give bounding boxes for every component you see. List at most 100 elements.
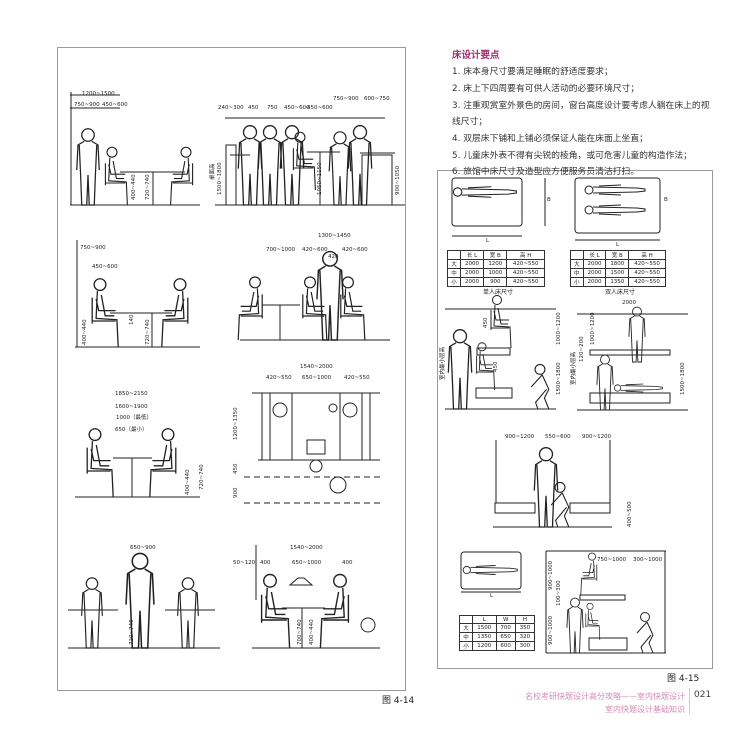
- table-cell: 420~550: [506, 277, 545, 287]
- table-header: W: [495, 615, 516, 624]
- sketch-booth-table: [75, 428, 200, 498]
- table-cell: 420~550: [506, 259, 545, 269]
- table-cell: 中: [570, 268, 584, 278]
- dimension-label: 420~550: [266, 375, 292, 381]
- dimension-label: 240~300: [218, 105, 244, 111]
- table-cell: 1000: [483, 268, 508, 278]
- dimension-label: 桌面高: [210, 163, 216, 180]
- table-cell: 420~550: [628, 277, 666, 287]
- dimension-label: 2000: [622, 300, 636, 306]
- figure-caption: 图 4-14: [382, 696, 415, 706]
- sketch-restaurant-service: [238, 250, 390, 341]
- dimension-label: 室内最小层高: [440, 346, 446, 380]
- person-figure: [490, 295, 512, 349]
- note-item: 5. 儿童床外表不得有尖锐的棱角，或可危害儿童的构造作法；: [452, 151, 692, 161]
- dimension-label: 1500~1800: [556, 362, 562, 395]
- table-cell: 1200: [472, 641, 497, 651]
- dimension-label: 400: [260, 560, 271, 566]
- dimension-label: 400~440: [309, 619, 315, 645]
- table-cell: 2000: [582, 268, 607, 278]
- person-figure: [585, 602, 601, 641]
- table-cell: 420~550: [628, 268, 666, 278]
- dimension-label: 1500~1800: [680, 362, 686, 395]
- table-header: 高 H: [506, 250, 545, 260]
- table-cell: 1500: [605, 268, 630, 278]
- sketch-bar-dining: [70, 92, 200, 206]
- dimension-label: 1000~1200: [590, 312, 596, 345]
- figure-caption: 图 4-15: [667, 674, 700, 684]
- table-cell: 2000: [459, 268, 485, 278]
- dimension-label: 450: [248, 105, 259, 111]
- note-item: 6. 旅馆中床尺寸及造型应方便服务员清洁打扫。: [452, 167, 640, 177]
- table-cell: 700: [495, 623, 516, 633]
- dimension-label: L: [486, 238, 490, 244]
- dimension-label: 900~1000: [548, 615, 554, 645]
- dimension-label: 50~120: [233, 560, 256, 566]
- table-caption: 单人床尺寸: [483, 289, 514, 296]
- table-cell: 小: [570, 277, 584, 287]
- table-cell: 大: [447, 259, 461, 269]
- person-figure: [347, 125, 373, 206]
- table-cell: 中: [447, 268, 461, 278]
- sketch-booth-plan: [244, 392, 380, 504]
- dimension-label: 900~1200: [505, 434, 535, 440]
- dimension-label: 140: [129, 314, 135, 326]
- table-cell: 350: [514, 623, 536, 633]
- note-item: 1. 床本身尺寸要满足睡眠的舒适度要求；: [452, 67, 613, 77]
- dimension-label: 700~1000: [266, 247, 296, 253]
- dimension-label: 400~440: [185, 469, 191, 495]
- dimension-label: 100~300: [556, 580, 562, 606]
- table-caption: 双人床尺寸: [605, 289, 636, 296]
- dimension-label: 400~440: [82, 319, 88, 345]
- dimension-label: 650~900: [130, 545, 156, 551]
- sketch-twin-beds: [493, 440, 612, 528]
- note-item: 2. 床上下四周要有可供人活动的必要环境尺寸；: [452, 84, 640, 94]
- person-figure: [76, 128, 100, 206]
- dimension-label: 900~1200: [582, 434, 612, 440]
- person-figure: [320, 575, 348, 649]
- dimension-label: 1600~1900: [115, 404, 148, 410]
- person-figure: [316, 250, 344, 341]
- dimension-label: 400~440: [131, 174, 137, 200]
- table-cell: 650: [495, 632, 516, 642]
- dimension-label: 600~750: [364, 96, 390, 102]
- table-cell: 1200: [483, 259, 508, 269]
- table-cell: 900: [483, 277, 508, 287]
- dimension-label: 1300~1450: [318, 233, 351, 239]
- footer-chapter-title: 室内快题设计基础知识: [605, 705, 685, 714]
- dimension-label: 720~740: [129, 619, 135, 645]
- note-item: 4. 双层床下铺和上铺必须保证人能在床面上坐直；: [452, 134, 648, 144]
- dimension-label: 1850~2150: [115, 391, 148, 397]
- footer-divider: [689, 688, 690, 714]
- dimension-label: 400: [342, 560, 353, 566]
- dimension-label: 450~600: [92, 264, 118, 270]
- person-figure: [476, 342, 496, 391]
- dimension-label: 900~1000: [548, 560, 554, 590]
- table-cell: 1800: [605, 259, 630, 269]
- sketch-child-bed: [460, 550, 666, 654]
- dimension-label: 450~600: [307, 105, 333, 111]
- dimension-label: 400~500: [627, 501, 633, 527]
- person-figure: [530, 363, 550, 410]
- sketch-bunk-bed-left: [445, 295, 556, 410]
- person-figure: [581, 553, 597, 595]
- dimension-label: 1540~2000: [290, 545, 323, 551]
- person-figure: [584, 184, 646, 196]
- person-figure: [452, 186, 517, 198]
- page-number: 021: [694, 690, 712, 700]
- table-cell: 小: [447, 277, 461, 287]
- person-figure: [462, 565, 518, 575]
- sketch-table-pendant: [252, 545, 380, 649]
- dimension-label: 1050~1150: [317, 162, 323, 195]
- table-cell: 大: [458, 623, 474, 633]
- person-figure: [340, 276, 366, 341]
- person-figure: [533, 447, 559, 528]
- table-header: 长 L: [582, 250, 607, 260]
- dimension-label: 1540~2000: [300, 364, 333, 370]
